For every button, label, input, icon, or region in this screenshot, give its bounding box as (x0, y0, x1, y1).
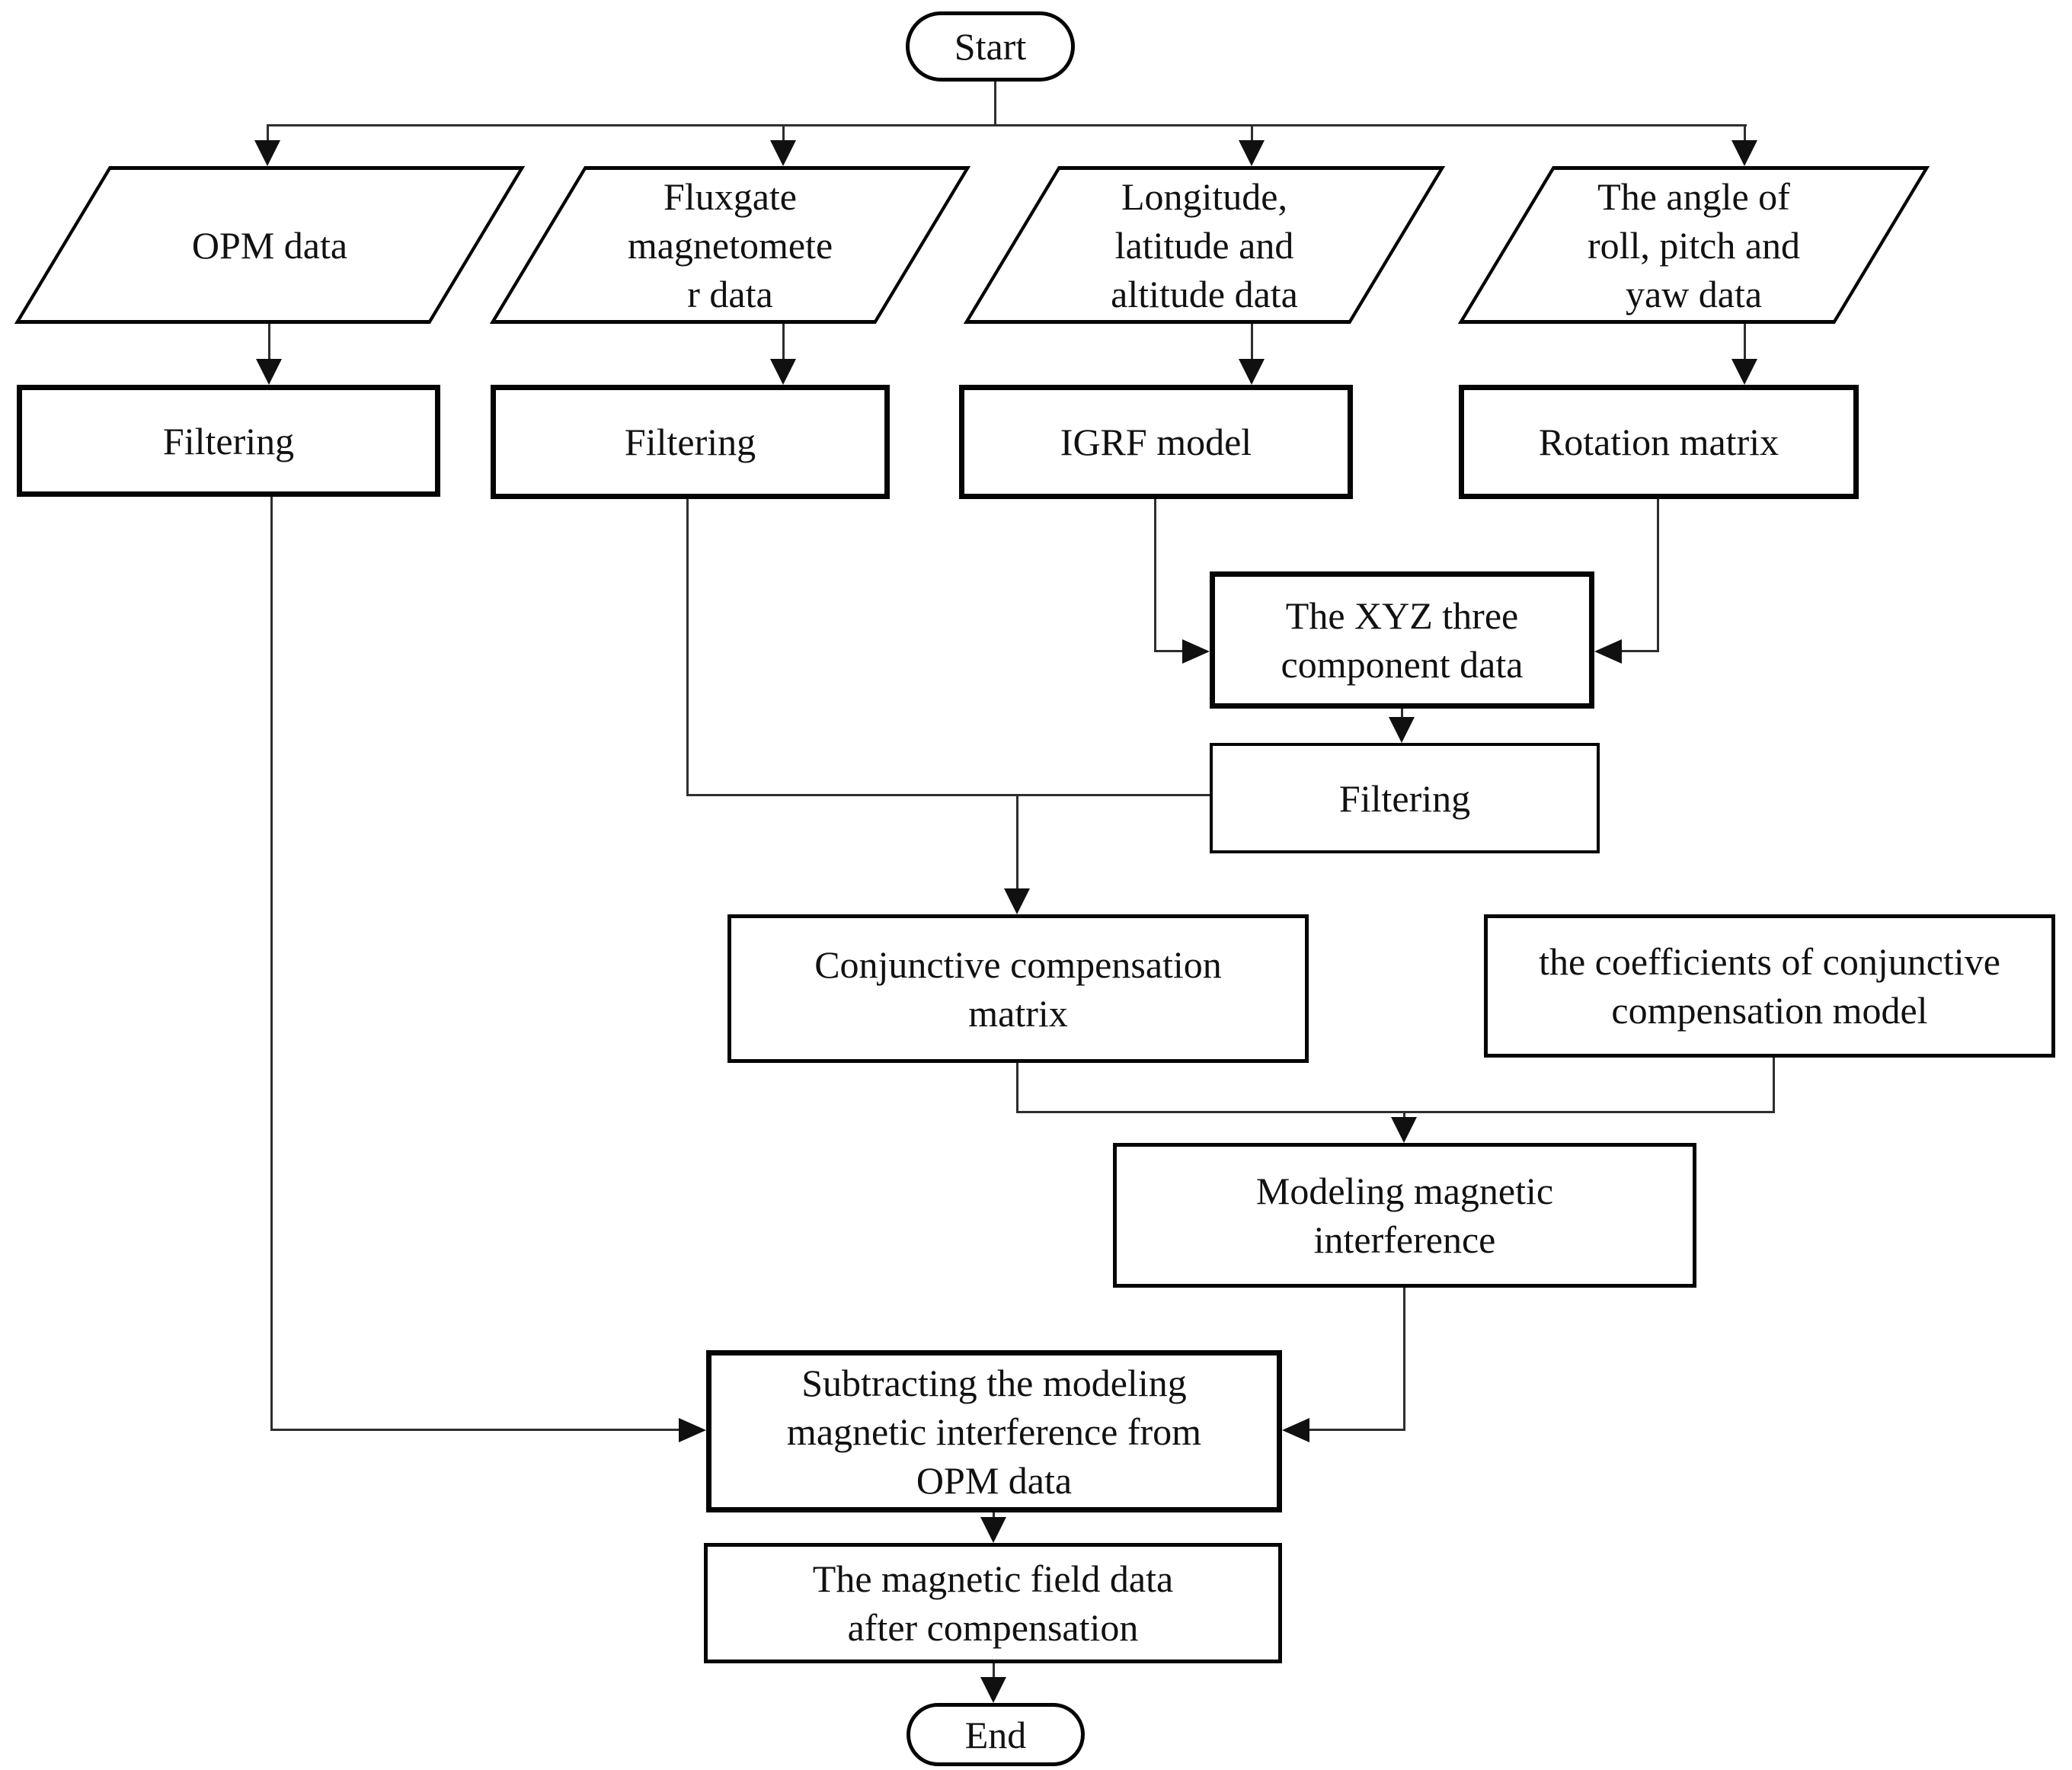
subtracting-box: Subtracting the modeling magnetic interf… (706, 1350, 1282, 1512)
fluxgate-data-parallelogram: Fluxgate magnetomete r data (489, 166, 971, 324)
edge-modeling-down (1403, 1288, 1405, 1431)
arrowhead-into-fluxgate-data (770, 140, 796, 166)
edge-drop-position (1251, 124, 1253, 143)
conjunctive-matrix-box: Conjunctive compensation matrix (727, 914, 1309, 1063)
arrowhead-into-xyz-right (1594, 639, 1622, 664)
arrowhead-into-filtering-opm (256, 359, 282, 385)
xyz-components-box: The XYZ three component data (1210, 571, 1594, 709)
fluxgate-data-label: Fluxgate magnetomete r data (627, 174, 833, 315)
edge-fluxgate-to-filtering (782, 324, 785, 360)
start-label: Start (954, 25, 1027, 68)
filtering-xyz-label: Filtering (1338, 776, 1471, 820)
edge-rotation-down (1657, 499, 1659, 652)
start-terminator: Start (906, 11, 1075, 82)
edge-feed-to-filtering-xyz (686, 794, 1212, 796)
arrowhead-into-opm-data (254, 140, 280, 166)
filtering-fluxgate-label: Filtering (624, 421, 756, 463)
arrowhead-into-filtering-fluxgate (770, 359, 796, 385)
arrowhead-into-compensated-output (980, 1517, 1006, 1543)
edge-drop-attitude (1744, 124, 1746, 143)
position-data-parallelogram: Longitude, latitude and altitude data (963, 166, 1446, 324)
arrowhead-into-position-data (1239, 140, 1265, 166)
subtracting-label: Subtracting the modeling magnetic interf… (786, 1361, 1202, 1502)
filtering-xyz-box: Filtering (1210, 743, 1600, 853)
opm-data-label: OPM data (191, 223, 348, 267)
arrowhead-into-subtracting-left (679, 1418, 706, 1442)
conjunctive-matrix-label: Conjunctive compensation matrix (814, 943, 1222, 1035)
igrf-model-label: IGRF model (1060, 421, 1252, 463)
edge-output-down (993, 1663, 995, 1680)
edge-igrf-down (1154, 499, 1156, 652)
position-data-label: Longitude, latitude and altitude data (1111, 174, 1298, 315)
filtering-fluxgate-box: Filtering (491, 385, 890, 499)
edge-xyz-down (1401, 709, 1403, 720)
opm-data-parallelogram: OPM data (14, 166, 526, 324)
edge-rotation-left (1622, 650, 1659, 652)
arrowhead-into-conjunctive-matrix (1004, 888, 1030, 914)
filtering-opm-box: Filtering (17, 385, 440, 497)
edge-start-splitter (267, 124, 1747, 126)
end-label: End (964, 1713, 1027, 1756)
edge-drop-fluxgate (782, 124, 785, 143)
arrowhead-into-xyz-left (1182, 639, 1210, 664)
edge-filtering-opm-right (270, 1429, 679, 1431)
rotation-matrix-label: Rotation matrix (1538, 421, 1779, 463)
modeling-interference-box: Modeling magnetic interference (1113, 1143, 1696, 1288)
arrowhead-into-modeling (1391, 1117, 1417, 1143)
end-terminator: End (906, 1703, 1085, 1766)
edge-merge-horizontal (1016, 1111, 1775, 1113)
xyz-components-label: The XYZ three component data (1281, 594, 1524, 686)
igrf-model-box: IGRF model (959, 385, 1353, 499)
edge-position-to-igrf (1251, 324, 1253, 360)
conjunctive-coefficients-label: the coefficients of conjunctive compensa… (1539, 940, 2000, 1032)
edge-conjunctive-down (1016, 1063, 1018, 1113)
filtering-opm-label: Filtering (162, 419, 295, 463)
arrowhead-into-filtering-xyz (1389, 717, 1415, 743)
arrowhead-into-end (980, 1677, 1006, 1703)
edge-merge-drop (1403, 1111, 1405, 1120)
attitude-data-parallelogram: The angle of roll, pitch and yaw data (1457, 166, 1930, 324)
edge-attitude-to-rotation (1744, 324, 1746, 360)
edge-coefficients-down (1773, 1058, 1775, 1113)
edge-filtering-opm-long-down (270, 495, 273, 1431)
edge-fluxgate-filtering-down (686, 499, 689, 796)
conjunctive-coefficients-box: the coefficients of conjunctive compensa… (1484, 914, 2055, 1058)
attitude-data-label: The angle of roll, pitch and yaw data (1587, 174, 1801, 315)
arrowhead-into-attitude-data (1731, 140, 1757, 166)
arrowhead-into-subtracting-right (1282, 1418, 1309, 1442)
compensated-output-label: The magnetic field data after compensati… (812, 1557, 1174, 1649)
arrowhead-into-rotation-matrix (1731, 359, 1757, 385)
edge-igrf-right (1154, 650, 1185, 652)
rotation-matrix-box: Rotation matrix (1459, 385, 1859, 499)
compensated-output-box: The magnetic field data after compensati… (704, 1543, 1282, 1663)
arrowhead-into-igrf-model (1239, 359, 1265, 385)
edge-drop-opm (267, 124, 269, 143)
edge-branch-to-conjunctive (1016, 794, 1018, 890)
modeling-interference-label: Modeling magnetic interference (1255, 1170, 1554, 1261)
edge-start-stem (994, 80, 996, 126)
edge-modeling-left (1309, 1429, 1405, 1431)
edge-opm-to-filtering (268, 324, 270, 360)
